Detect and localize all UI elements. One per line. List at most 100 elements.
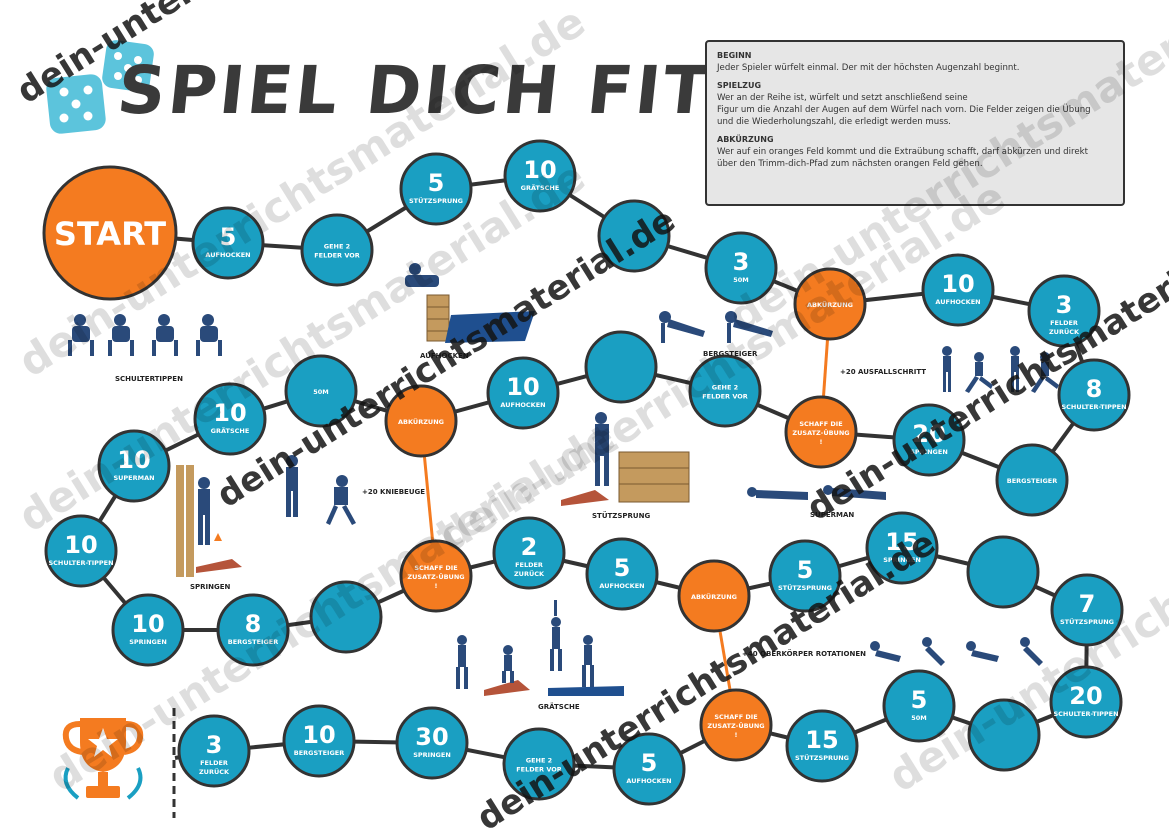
rules-begin-title: BEGINN [717, 51, 752, 60]
field-circle [584, 330, 658, 404]
field-number: 10 [117, 446, 150, 474]
special-field[interactable]: ABKÜRZUNG [677, 559, 751, 633]
field-label: ZUSATZ-ÜBUNG [407, 572, 464, 581]
field-label: ! [435, 582, 438, 590]
board-field[interactable] [309, 580, 383, 654]
caption-graetsche: GRÄTSCHE [538, 703, 580, 711]
field-label: ZURÜCK [199, 767, 230, 776]
board-field[interactable] [966, 535, 1040, 609]
caption-ausfallschritt: +20 AUSFALLSCHRITT [840, 368, 927, 376]
field-label: STÜTZSPRUNG [778, 583, 832, 592]
field-circle [597, 199, 671, 273]
field-label: GEHE 2 [324, 243, 350, 251]
board-field[interactable] [967, 698, 1041, 772]
bergsteiger-figures [659, 311, 773, 343]
field-label: BERGSTEIGER [294, 749, 345, 757]
field-number: 20 [912, 420, 945, 448]
rules-box: BEGINN Jeder Spieler würfelt einmal. Der… [705, 40, 1125, 206]
field-label: STÜTZSPRUNG [409, 196, 463, 205]
field-label: AUFHOCKEN [205, 251, 250, 259]
aufhocken-figure [405, 263, 535, 343]
field-number: 5 [428, 169, 445, 197]
field-label: SUPERMAN [113, 474, 154, 482]
caption-stuetzsprung: STÜTZSPRUNG [592, 512, 651, 520]
field-circle [399, 539, 473, 613]
graetsche-figures [456, 600, 624, 696]
field-number: 10 [213, 399, 246, 427]
field-circle [995, 443, 1069, 517]
field-number: 15 [805, 726, 838, 754]
field-circle [503, 139, 577, 213]
start-circle [42, 165, 178, 301]
field-circle [216, 593, 290, 667]
rules-begin-text: Jeder Spieler würfelt einmal. Der mit de… [717, 63, 1020, 73]
field-label: FELDER [1050, 319, 1078, 327]
field-label: GRÄTSCHE [521, 183, 560, 192]
field-circle [882, 669, 956, 743]
field-label: AUFHOCKEN [500, 401, 545, 409]
field-circle [612, 732, 686, 806]
field-circle [785, 709, 859, 783]
stuetzsprung-figure [561, 412, 690, 506]
board-field[interactable] [584, 330, 658, 404]
field-number: 5 [641, 749, 658, 777]
field-label: FELDER [200, 759, 228, 767]
field-label: STÜTZSPRUNG [1060, 617, 1114, 626]
caption-kniebeuge: +20 KNIEBEUGE [362, 488, 426, 496]
field-label: SPRINGEN [883, 556, 921, 564]
start-label: START [54, 215, 166, 253]
field-circle [44, 514, 118, 588]
field-label: SPRINGEN [910, 448, 948, 456]
field-circle [282, 704, 356, 778]
field-circle [177, 714, 251, 788]
special-field[interactable]: ABKÜRZUNG [793, 267, 867, 341]
superman-figures [747, 485, 886, 500]
board-field[interactable]: BERGSTEIGER [995, 443, 1069, 517]
field-circle [892, 403, 966, 477]
special-field[interactable]: ABKÜRZUNG [384, 384, 458, 458]
field-number: 15 [885, 528, 918, 556]
field-label: SCHULTER-TIPPEN [1061, 403, 1126, 411]
schultertippen-figures [68, 314, 222, 356]
board-field[interactable]: 50M [284, 354, 358, 428]
field-number: 30 [415, 723, 448, 751]
start-field[interactable]: START [42, 165, 178, 301]
field-label: GEHE 2 [526, 757, 552, 765]
field-label: BERGSTEIGER [228, 638, 279, 646]
board-field[interactable] [597, 199, 671, 273]
field-circle [1057, 358, 1131, 432]
field-circle [1050, 573, 1124, 647]
